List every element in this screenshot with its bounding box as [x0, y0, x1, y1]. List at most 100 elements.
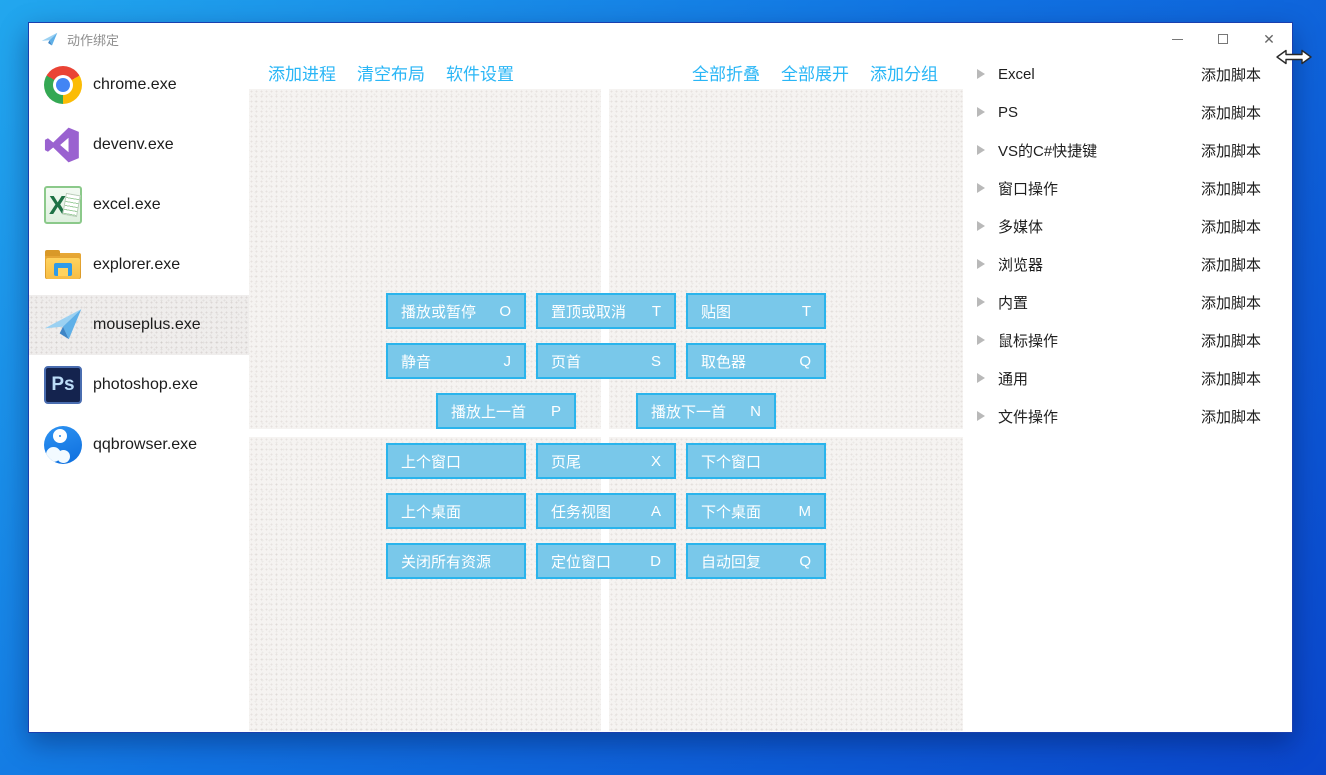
- script-group-row[interactable]: 文件操作 添加脚本: [963, 397, 1292, 435]
- gesture-button[interactable]: 自动回复 Q: [686, 543, 826, 579]
- explorer-folder-icon: [44, 246, 82, 284]
- gesture-button[interactable]: 下个桌面 M: [686, 493, 826, 529]
- expand-triangle-icon[interactable]: [977, 335, 985, 345]
- gesture-hotkey: S: [650, 352, 661, 370]
- expand-triangle-icon[interactable]: [977, 145, 985, 155]
- gesture-label: 播放上一首: [451, 403, 527, 421]
- add-script-button[interactable]: 添加脚本: [1200, 218, 1261, 236]
- gesture-button[interactable]: 定位窗口 D: [536, 543, 676, 579]
- add-script-button[interactable]: 添加脚本: [1200, 332, 1261, 350]
- gesture-label: 上个桌面: [401, 503, 462, 521]
- app-icon-wrap: [43, 245, 83, 285]
- gesture-button[interactable]: 页首 S: [536, 343, 676, 379]
- group-name: 多媒体: [998, 218, 1044, 236]
- gesture-label: 定位窗口: [551, 553, 612, 571]
- app-icon-wrap: [43, 305, 83, 345]
- expand-triangle-icon[interactable]: [977, 411, 985, 421]
- toolbar-link-right-1[interactable]: 全部展开: [781, 64, 849, 84]
- group-name: 内置: [998, 294, 1029, 312]
- add-script-button[interactable]: 添加脚本: [1200, 370, 1261, 388]
- process-name: qqbrowser.exe: [93, 436, 198, 453]
- gesture-button[interactable]: 播放上一首 P: [436, 393, 576, 429]
- app-icon-wrap: Ps: [43, 365, 83, 405]
- gesture-button[interactable]: 播放下一首 N: [636, 393, 776, 429]
- toolbar-left-group: 添加进程 清空布局 软件设置: [268, 60, 514, 85]
- add-script-button[interactable]: 添加脚本: [1200, 180, 1261, 198]
- toolbar-link-left-1[interactable]: 清空布局: [357, 64, 425, 84]
- sidebar-item-explorer[interactable]: explorer.exe: [29, 235, 249, 295]
- paper-plane-icon: [41, 31, 58, 48]
- expand-triangle-icon[interactable]: [977, 107, 985, 117]
- script-group-panel: Excel 添加脚本 PS 添加脚本 VS的C#快捷键 添加脚本 窗口操作 添加…: [963, 55, 1292, 732]
- gesture-label: 静音: [401, 353, 432, 371]
- add-script-button[interactable]: 添加脚本: [1200, 256, 1261, 274]
- minimize-button[interactable]: [1154, 23, 1200, 55]
- script-group-row[interactable]: PS 添加脚本: [963, 93, 1292, 131]
- gesture-hotkey: O: [499, 302, 511, 320]
- toolbar-link-right-2[interactable]: 添加分组: [870, 64, 938, 84]
- toolbar-link-right-0[interactable]: 全部折叠: [692, 64, 760, 84]
- group-name: 文件操作: [998, 408, 1059, 426]
- gesture-button[interactable]: 页尾 X: [536, 443, 676, 479]
- expand-triangle-icon[interactable]: [977, 259, 985, 269]
- add-script-button[interactable]: 添加脚本: [1200, 142, 1261, 160]
- process-name: mouseplus.exe: [93, 316, 201, 333]
- group-name: 鼠标操作: [998, 332, 1059, 350]
- gesture-label: 上个窗口: [401, 453, 462, 471]
- excel-icon: X: [44, 186, 82, 224]
- sidebar-item-mouseplus[interactable]: mouseplus.exe: [29, 295, 249, 355]
- gesture-label: 下个桌面: [701, 503, 762, 521]
- script-group-row[interactable]: 内置 添加脚本: [963, 283, 1292, 321]
- add-script-button[interactable]: 添加脚本: [1200, 104, 1261, 122]
- process-name: photoshop.exe: [93, 376, 198, 393]
- gesture-hotkey: J: [503, 352, 512, 370]
- app-icon-wrap: [43, 65, 83, 105]
- gesture-button[interactable]: 上个桌面: [386, 493, 526, 529]
- script-group-row[interactable]: Excel 添加脚本: [963, 55, 1292, 93]
- gesture-button[interactable]: 任务视图 A: [536, 493, 676, 529]
- sidebar-item-photoshop[interactable]: Ps photoshop.exe: [29, 355, 249, 415]
- close-button[interactable]: ✕: [1263, 30, 1275, 47]
- expand-triangle-icon[interactable]: [977, 69, 985, 79]
- expand-triangle-icon[interactable]: [977, 297, 985, 307]
- process-name: chrome.exe: [93, 76, 177, 93]
- script-group-row[interactable]: 多媒体 添加脚本: [963, 207, 1292, 245]
- toolbar-link-left-2[interactable]: 软件设置: [446, 64, 514, 84]
- gesture-button[interactable]: 播放或暂停 O: [386, 293, 526, 329]
- sidebar-item-excel[interactable]: X excel.exe: [29, 175, 249, 235]
- process-name: explorer.exe: [93, 256, 181, 273]
- gesture-hotkey: Q: [799, 352, 811, 370]
- group-name: PS: [998, 103, 1019, 121]
- gesture-hotkey: T: [651, 302, 661, 320]
- gesture-button[interactable]: 取色器 Q: [686, 343, 826, 379]
- expand-triangle-icon[interactable]: [977, 221, 985, 231]
- gesture-quadrant-bottom-right: [609, 437, 963, 731]
- gesture-button[interactable]: 下个窗口: [686, 443, 826, 479]
- add-script-button[interactable]: 添加脚本: [1200, 294, 1261, 312]
- toolbar-link-left-0[interactable]: 添加进程: [268, 64, 336, 84]
- gesture-button[interactable]: 置顶或取消 T: [536, 293, 676, 329]
- gesture-button[interactable]: 上个窗口: [386, 443, 526, 479]
- script-group-row[interactable]: 浏览器 添加脚本: [963, 245, 1292, 283]
- add-script-button[interactable]: 添加脚本: [1200, 408, 1261, 426]
- gesture-button[interactable]: 静音 J: [386, 343, 526, 379]
- visual-studio-icon: [44, 126, 82, 164]
- add-script-button[interactable]: 添加脚本: [1200, 66, 1261, 84]
- maximize-button[interactable]: [1200, 23, 1246, 55]
- sidebar-item-chrome[interactable]: chrome.exe: [29, 55, 249, 115]
- sidebar-item-devenv[interactable]: devenv.exe: [29, 115, 249, 175]
- script-group-row[interactable]: 鼠标操作 添加脚本: [963, 321, 1292, 359]
- group-name: 窗口操作: [998, 180, 1059, 198]
- script-group-row[interactable]: 窗口操作 添加脚本: [963, 169, 1292, 207]
- sidebar-item-qqbrowser[interactable]: qqbrowser.exe: [29, 415, 249, 475]
- script-group-row[interactable]: VS的C#快捷键 添加脚本: [963, 131, 1292, 169]
- gesture-button[interactable]: 关闭所有资源: [386, 543, 526, 579]
- expand-triangle-icon[interactable]: [977, 183, 985, 193]
- expand-triangle-icon[interactable]: [977, 373, 985, 383]
- window-title: 动作绑定: [67, 32, 120, 48]
- script-group-row[interactable]: 通用 添加脚本: [963, 359, 1292, 397]
- gesture-button[interactable]: 贴图 T: [686, 293, 826, 329]
- gesture-hotkey: Q: [799, 552, 811, 570]
- gesture-label: 播放下一首: [651, 403, 727, 421]
